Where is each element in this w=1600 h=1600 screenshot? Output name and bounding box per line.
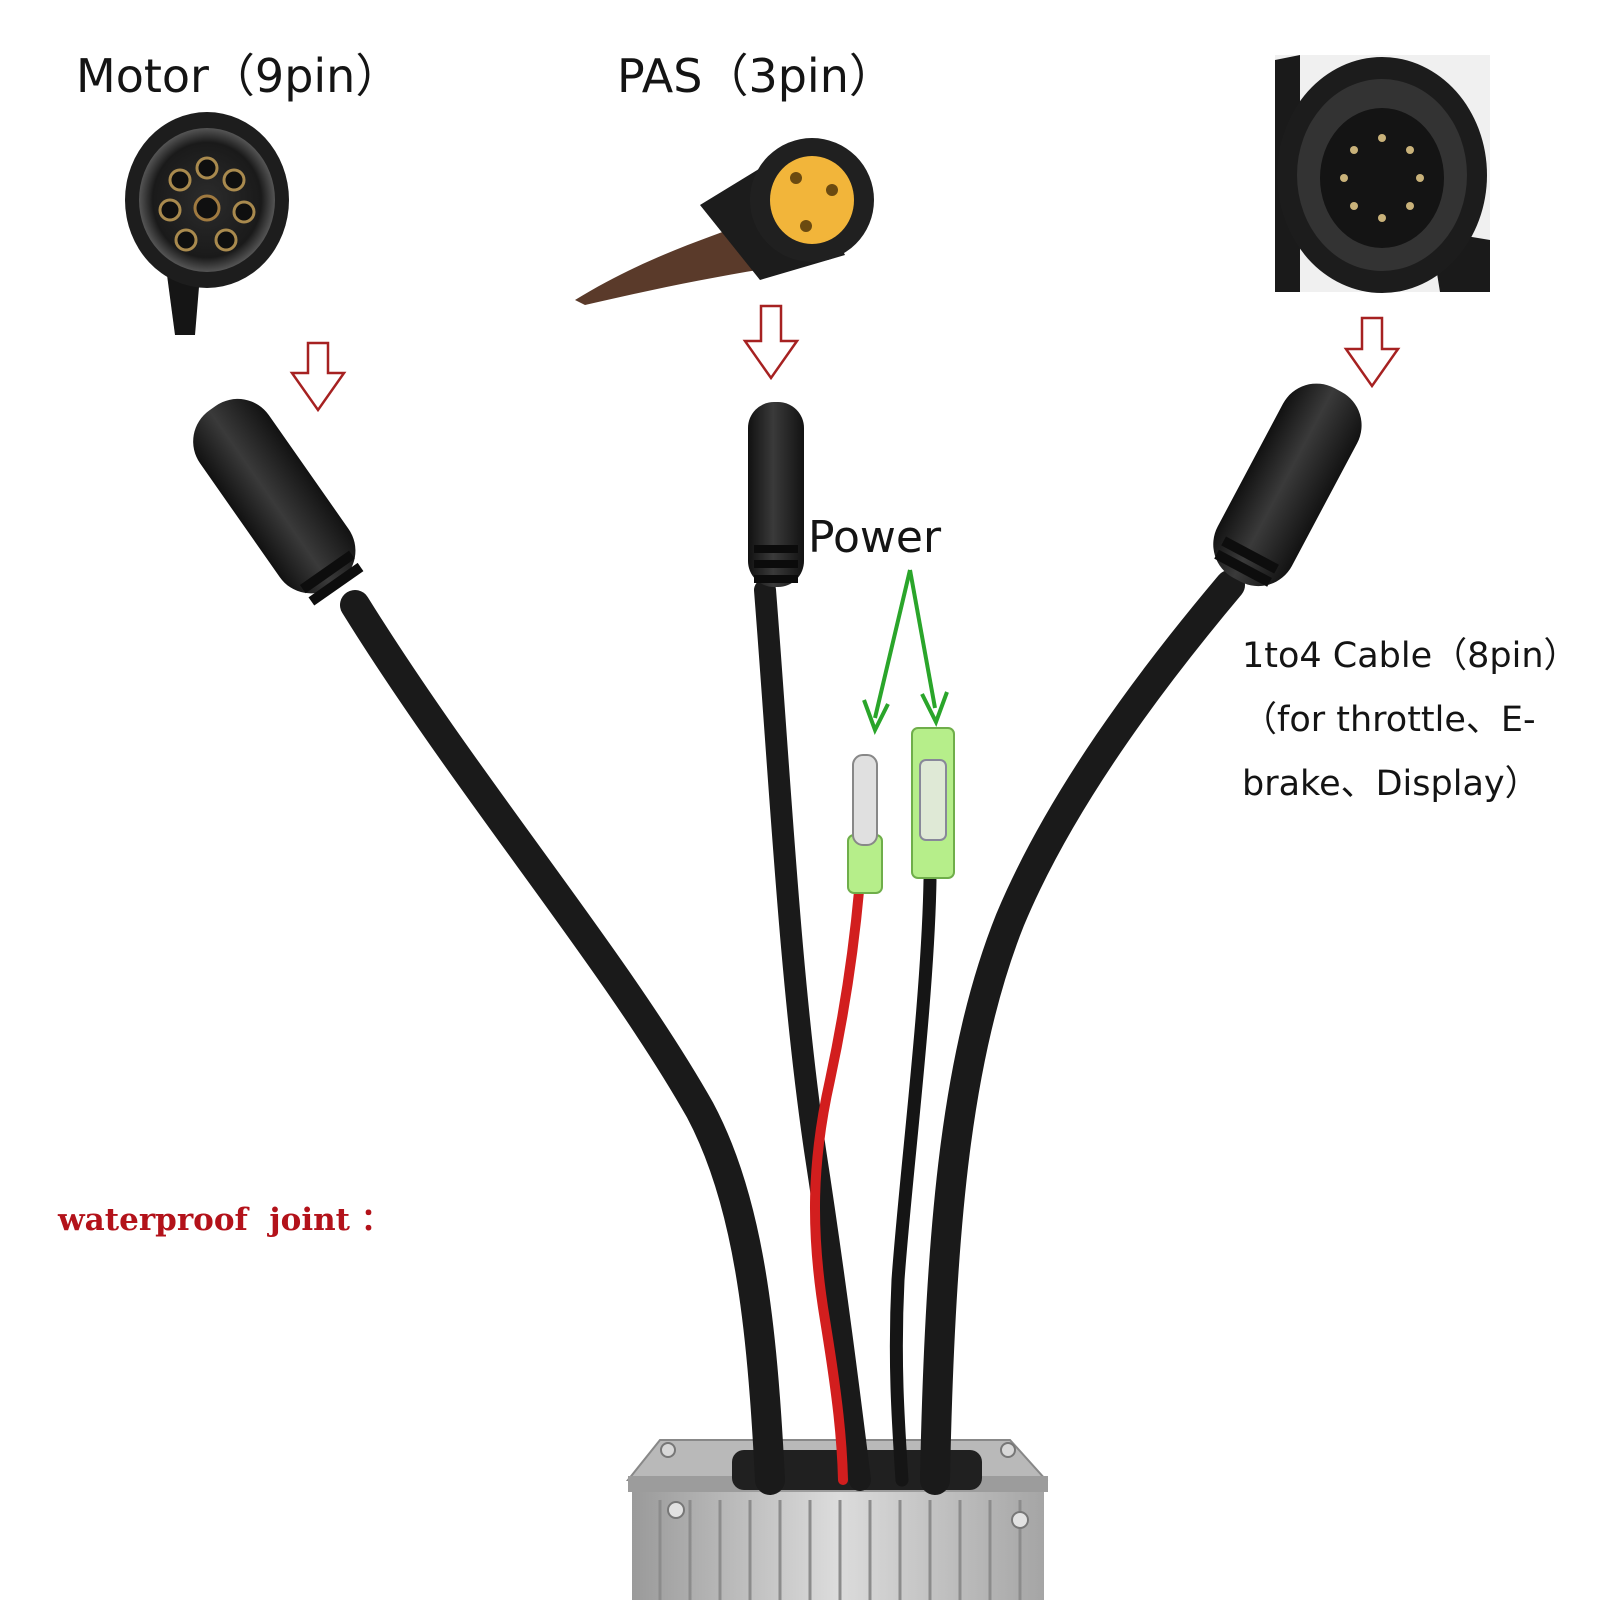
- cable-1to4-plug: [1213, 383, 1362, 587]
- motor-cable: [340, 590, 785, 1495]
- cable-1to4-label-line2: （for throttle、E-: [1242, 700, 1536, 740]
- pas-plug: [748, 402, 804, 587]
- motor-connector-label: Motor（9pin）: [76, 49, 402, 103]
- power-red-wire: [809, 875, 865, 1485]
- cable-1to4: [920, 570, 1245, 1495]
- motor-plug: [193, 398, 364, 606]
- power-terminals: [847, 727, 955, 894]
- cable-bundle: [340, 570, 1245, 1495]
- down-arrow-outline-icon: [289, 341, 347, 413]
- cable-1to4-connector-photo: [1275, 55, 1490, 293]
- pas-connector-photo: [575, 138, 874, 305]
- green-pointer-arrow-icon: [862, 569, 949, 736]
- waterproof-joint-label: waterproof joint ：: [58, 1202, 392, 1238]
- power-black-wire: [889, 873, 937, 1487]
- down-arrow-outline-icon: [742, 304, 800, 381]
- power-label: Power: [808, 512, 942, 563]
- cable-1to4-label-line1: 1to4 Cable（8pin）: [1242, 636, 1579, 676]
- pas-cable: [754, 579, 871, 1491]
- cable-1to4-label-line3: brake、Display）: [1242, 764, 1540, 804]
- motor-connector-photo: [125, 112, 289, 335]
- down-arrow-outline-icon: [1343, 316, 1401, 389]
- pas-connector-label: PAS（3pin）: [617, 49, 895, 103]
